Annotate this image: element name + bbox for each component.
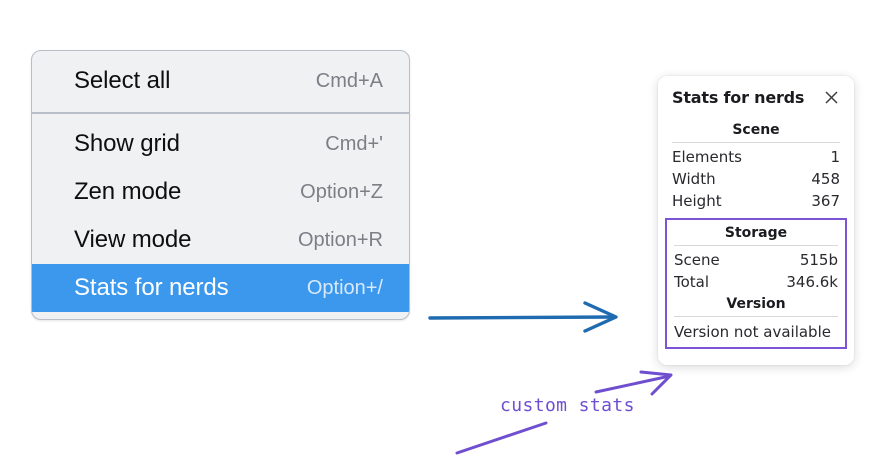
custom-stats-highlight-box: Storage Scene 515b Total 346.6k Version … (665, 218, 847, 349)
section-divider (674, 245, 838, 246)
stats-row-key: Total (674, 273, 710, 291)
stats-row-key: Height (672, 192, 722, 210)
stats-panel-title: Stats for nerds (672, 88, 805, 107)
section-divider (672, 142, 840, 143)
purple-underline-stroke-icon (455, 421, 548, 455)
stats-for-nerds-panel: Stats for nerds Scene Elements 1 Width 4… (658, 76, 854, 365)
menu-item-label: Stats for nerds (74, 274, 229, 301)
stats-section-scene: Scene Elements 1 Width 458 Height 367 (672, 121, 840, 212)
menu-item-stats-for-nerds[interactable]: Stats for nerds Option+/ (32, 264, 409, 312)
stats-row-height: Height 367 (672, 190, 840, 212)
section-title-version: Version (726, 296, 786, 312)
purple-arrow-up-right-icon (594, 370, 673, 396)
stats-row-elements: Elements 1 (672, 146, 840, 168)
stats-row-value: 515b (799, 251, 838, 269)
close-icon[interactable] (822, 89, 840, 107)
section-divider (674, 316, 838, 317)
section-title-scene: Scene (732, 122, 780, 138)
blue-arrow-right-icon (428, 301, 618, 333)
stats-row-key: Elements (672, 148, 742, 166)
stats-row-value: 458 (811, 170, 840, 188)
menu-item-label: Select all (74, 67, 171, 94)
stats-row-storage-total: Total 346.6k (674, 271, 838, 293)
menu-item-label: Zen mode (74, 178, 182, 205)
menu-item-shortcut: Cmd+' (325, 132, 383, 155)
stats-row-value: 367 (811, 192, 840, 210)
menu-group-2: Show grid Cmd+' Zen mode Option+Z View m… (32, 112, 409, 319)
menu-item-shortcut: Cmd+A (315, 69, 383, 92)
section-title-storage: Storage (724, 225, 788, 241)
menu-item-zen-mode[interactable]: Zen mode Option+Z (32, 168, 409, 216)
stats-panel-header: Stats for nerds (672, 88, 840, 107)
stats-row-key: Width (672, 170, 716, 188)
menu-item-shortcut: Option+R (297, 228, 383, 251)
stats-row-width: Width 458 (672, 168, 840, 190)
menu-item-show-grid[interactable]: Show grid Cmd+' (32, 120, 409, 168)
annotation-label-custom-stats: custom stats (500, 395, 635, 416)
stats-section-storage: Storage Scene 515b Total 346.6k (674, 222, 838, 293)
stats-section-version: Version Version not available (674, 293, 838, 342)
stats-row-value: 346.6k (786, 273, 838, 291)
menu-group-1: Select all Cmd+A (32, 51, 409, 112)
menu-item-label: View mode (74, 226, 192, 253)
menu-item-label: Show grid (74, 130, 180, 157)
stats-row-version-text: Version not available (674, 323, 831, 341)
menu-item-select-all[interactable]: Select all Cmd+A (32, 57, 409, 105)
stats-row-key: Scene (674, 251, 720, 269)
menu-item-shortcut: Option+/ (306, 276, 383, 299)
stats-row-value: 1 (830, 148, 840, 166)
menu-item-shortcut: Option+Z (300, 180, 383, 203)
stats-row-storage-scene: Scene 515b (674, 249, 838, 271)
menu-item-view-mode[interactable]: View mode Option+R (32, 216, 409, 264)
canvas-context-menu[interactable]: Select all Cmd+A Show grid Cmd+' Zen mod… (31, 50, 410, 320)
